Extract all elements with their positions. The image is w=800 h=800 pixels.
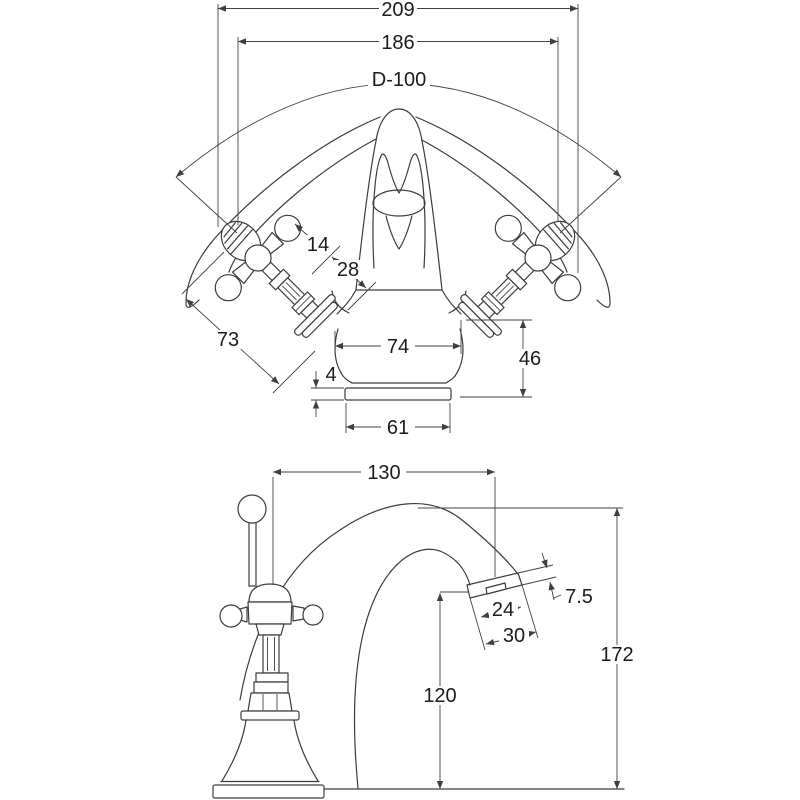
label-bg: [499, 626, 529, 644]
spout-front-inner-v: [385, 215, 413, 250]
handle-side-body: [247, 601, 293, 625]
dim-label-body-width: 74: [387, 336, 409, 358]
spout-side-inner-curve: [353, 548, 471, 789]
dim-label-overall-width: 209: [381, 0, 414, 21]
label-bg: [334, 260, 362, 279]
ext-line: [237, 37, 559, 225]
label-bg: [381, 337, 415, 356]
ext-line: [181, 251, 316, 394]
dim-label-outlet-outer-width: 30: [503, 625, 525, 647]
dim-label-handle-offset-b: 28: [337, 259, 359, 281]
dim-base-width: 61: [345, 403, 451, 439]
label-bg: [368, 70, 430, 89]
hex-nut-facets: [262, 694, 278, 710]
dim-body-height: 46: [460, 319, 548, 398]
ext-line: [217, 4, 579, 273]
label-bg: [595, 645, 639, 664]
label-bg: [379, 0, 417, 18]
aerator-slot: [485, 582, 507, 595]
leader-line: [175, 176, 622, 234]
bell-side-right: [445, 328, 464, 384]
dim-overall-height: 172: [418, 507, 639, 789]
handle-side-ball-left: [219, 604, 243, 628]
label-bg: [379, 33, 417, 51]
ext-line: [347, 281, 377, 311]
dim-label-handle-length: 73: [217, 329, 239, 351]
ext-line: [469, 584, 539, 651]
label-bg: [211, 330, 245, 349]
base-flange: [240, 710, 300, 721]
lever-rod: [248, 521, 257, 587]
dim-label-base-width: 61: [387, 417, 409, 439]
base-plate-front: [344, 387, 452, 401]
dim-outlet-inner-width: 24: [469, 584, 539, 651]
leader-line: [553, 594, 562, 599]
base-plate-side: [212, 784, 325, 799]
dim-arrow-top: [541, 552, 548, 569]
dim-base-plate-thickness: 4: [311, 364, 344, 417]
side-view: 130 172 120 24 30: [212, 462, 639, 799]
dim-swing-diameter: D-100: [175, 69, 622, 234]
body-shoulder-right: [441, 289, 462, 315]
dim-overall-width: 209: [217, 0, 579, 273]
label-bg: [512, 349, 548, 368]
ext-line: [272, 477, 496, 585]
dim-label-base-plate-thickness: 4: [325, 364, 336, 386]
ext-line: [311, 387, 344, 401]
spout-front-inner-right: [398, 153, 426, 269]
label-bg: [489, 600, 518, 618]
ext-line: [311, 245, 341, 275]
dim-label-swing-diameter: D-100: [372, 69, 426, 91]
label-bg: [304, 235, 332, 254]
stem-collar-lower: [253, 681, 289, 694]
spout-front-ring: [372, 189, 426, 217]
valve-stem-lines: [267, 637, 275, 671]
dim-label-aerator-depth: 7.5: [565, 586, 593, 608]
spout-front-inner-left: [372, 153, 400, 269]
dim-outlet-outer-width: 30: [485, 625, 537, 647]
handle-side-neck-right: [292, 605, 305, 622]
ext-line: [334, 320, 462, 354]
dim-handles-span: 186: [237, 32, 559, 225]
bell-side-outline: [221, 719, 319, 782]
hex-nut: [247, 692, 293, 712]
dim-label-overall-height: 172: [600, 644, 633, 666]
label-bg: [381, 418, 415, 437]
spout-outlet: [466, 572, 523, 599]
dim-handle-offset-a: 14: [294, 223, 341, 275]
dim-aerator-depth: 7.5: [517, 552, 593, 608]
dim-label-body-height: 46: [519, 348, 541, 370]
dim-label-spout-reach: 130: [367, 462, 400, 484]
dim-label-outlet-inner-width: 24: [492, 599, 514, 621]
dim-handle-offset-b: 28: [331, 256, 377, 311]
dim-label-outlet-height: 120: [423, 685, 456, 707]
spout-front-outline: [355, 108, 443, 291]
lever-ball: [237, 494, 267, 524]
dim-handle-length: 73: [181, 251, 316, 394]
body-shoulder-left: [336, 289, 357, 315]
dim-body-width: 74: [334, 320, 462, 358]
label-bg: [418, 686, 462, 705]
bonnet: [255, 623, 285, 636]
label-bg: [361, 463, 406, 482]
bell-side-left: [334, 328, 353, 384]
dim-arrow-bottom: [548, 581, 555, 601]
dim-label-handles-span: 186: [381, 32, 414, 54]
handle-side-cap: [248, 583, 292, 603]
dim-spout-reach: 130: [272, 462, 496, 585]
dim-label-handle-offset-a: 14: [307, 234, 329, 256]
valve-stem: [262, 634, 280, 674]
handle-side-ball-right: [302, 604, 324, 626]
front-view: 209 186 D-100 14 28: [175, 0, 622, 439]
dim-outlet-height: 120: [418, 591, 468, 789]
stem-collar-upper: [255, 672, 289, 683]
